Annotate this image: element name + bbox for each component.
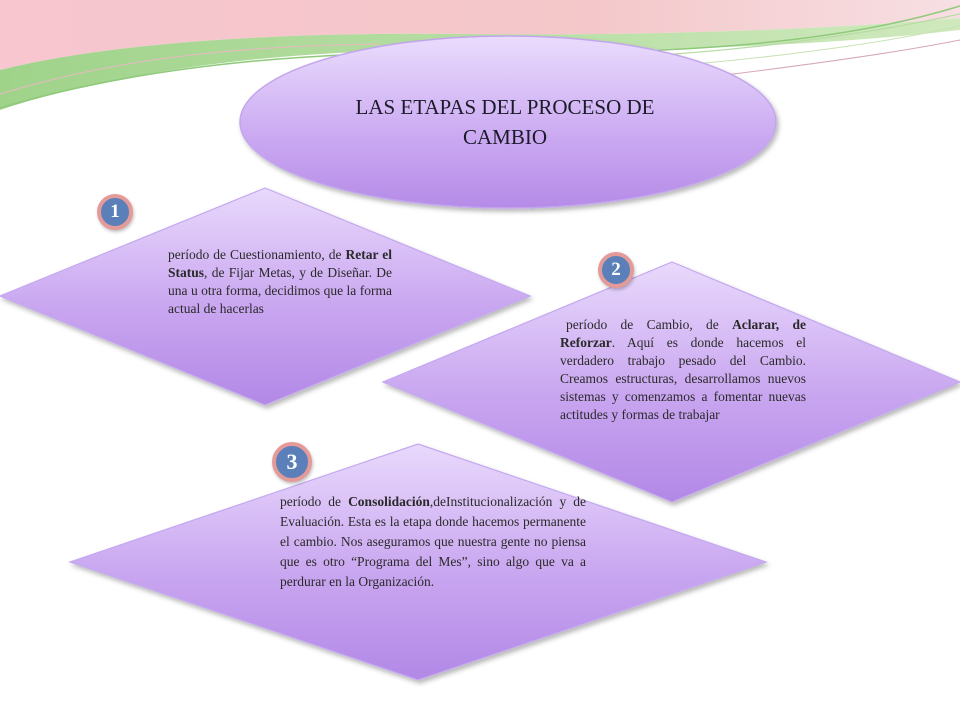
stage-1-diamond xyxy=(0,187,532,406)
pink-wave xyxy=(0,0,960,70)
diagram-title: LAS ETAPAS DEL PROCESO DE CAMBIO xyxy=(355,95,655,149)
wave-line-4 xyxy=(699,39,960,79)
green-wave xyxy=(0,18,960,110)
stage-3-highlight: Consolidación xyxy=(348,494,430,509)
stage-3-badge: 3 xyxy=(272,442,312,482)
stage-1-number: 1 xyxy=(110,201,120,222)
stage-1-highlight: Retar el Status xyxy=(168,247,392,280)
stage-3-diamond xyxy=(68,443,768,681)
title-ellipse xyxy=(239,35,777,209)
stage-2-badge: 2 xyxy=(598,252,634,288)
stage-3-text: período de Consolidación,deInstitucional… xyxy=(280,494,586,589)
stage-2-number: 2 xyxy=(611,259,621,280)
stage-2-diamond xyxy=(381,261,960,503)
stage-1-text: período de Cuestionamiento, de Retar el … xyxy=(168,247,392,316)
stage-2-highlight: Aclarar, de Reforzar xyxy=(560,317,806,350)
stage-2-text: período de Cambio, de Aclarar, de Reforz… xyxy=(560,317,806,422)
stage-3-number: 3 xyxy=(286,449,298,474)
wave-line-5 xyxy=(0,43,381,95)
stage-1-badge: 1 xyxy=(97,194,133,230)
